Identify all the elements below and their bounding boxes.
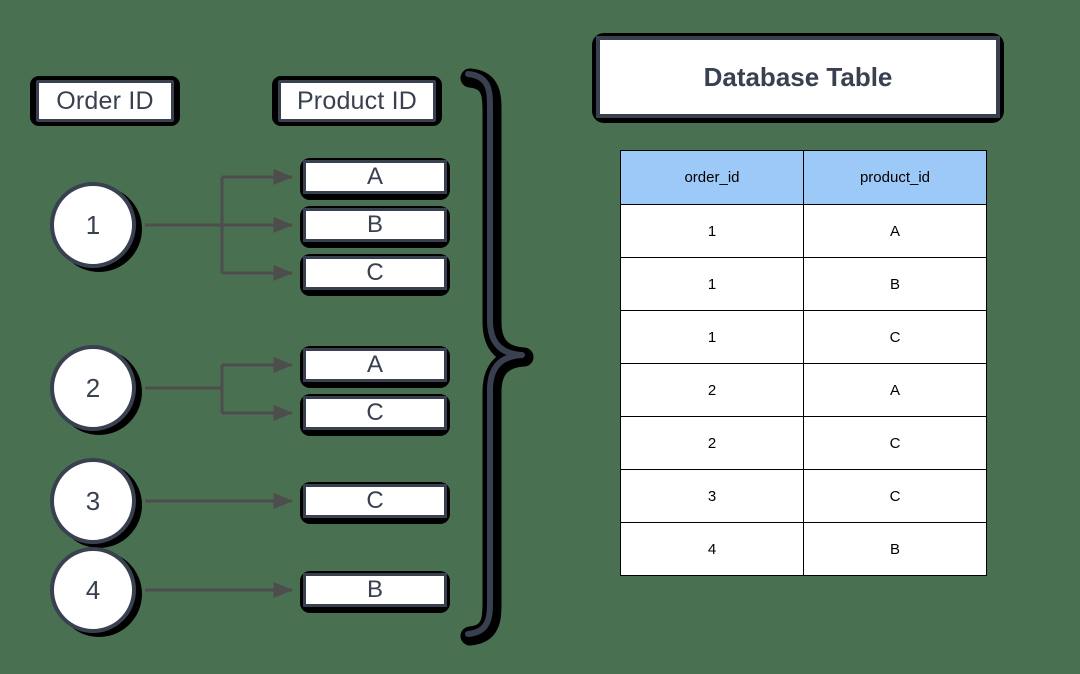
product-box-4b-label: B xyxy=(366,576,383,603)
order-node-3-label: 3 xyxy=(85,485,101,516)
product-box-3c-label: C xyxy=(366,487,384,514)
table-header-row: order_id product_id xyxy=(620,150,987,205)
order-node-2[interactable]: 2 xyxy=(50,345,136,431)
table-row[interactable]: 1 B xyxy=(620,257,987,311)
product-box-2a[interactable]: A xyxy=(303,348,447,382)
table-row[interactable]: 4 B xyxy=(620,522,987,576)
order-node-4-label: 4 xyxy=(85,574,101,605)
product-box-1b[interactable]: B xyxy=(303,208,447,242)
cell-order-id: 3 xyxy=(620,469,804,523)
order-node-1-label: 1 xyxy=(85,209,101,240)
database-table: order_id product_id 1 A 1 B 1 C 2 A 2 xyxy=(620,150,987,576)
product-box-1c[interactable]: C xyxy=(303,256,447,290)
order-id-header-label: Order ID xyxy=(56,86,154,115)
product-box-2c[interactable]: C xyxy=(303,396,447,430)
cell-product-id: C xyxy=(803,416,987,470)
column-header-product-id: product_id xyxy=(803,150,987,205)
table-row[interactable]: 2 A xyxy=(620,363,987,417)
product-box-4b[interactable]: B xyxy=(303,573,447,607)
curly-brace-icon xyxy=(460,68,534,646)
table-row[interactable]: 3 C xyxy=(620,469,987,523)
cell-product-id: B xyxy=(803,257,987,311)
table-row[interactable]: 1 C xyxy=(620,310,987,364)
product-id-header-label: Product ID xyxy=(296,86,418,115)
product-box-2a-label: A xyxy=(366,351,383,378)
product-box-3c[interactable]: C xyxy=(303,484,447,518)
product-box-1b-label: B xyxy=(366,211,383,238)
product-id-header: Product ID xyxy=(278,80,436,122)
cell-product-id: A xyxy=(803,204,987,258)
column-header-order-id: order_id xyxy=(620,150,804,205)
cell-product-id: B xyxy=(803,522,987,576)
cell-order-id: 1 xyxy=(620,204,804,258)
order-node-3[interactable]: 3 xyxy=(50,458,136,544)
product-box-2c-label: C xyxy=(366,399,384,426)
cell-order-id: 2 xyxy=(620,363,804,417)
order-id-header: Order ID xyxy=(36,80,174,122)
cell-order-id: 4 xyxy=(620,522,804,576)
order-node-2-label: 2 xyxy=(85,372,101,403)
cell-order-id: 2 xyxy=(620,416,804,470)
cell-order-id: 1 xyxy=(620,257,804,311)
cell-product-id: C xyxy=(803,469,987,523)
database-table-title: Database Table xyxy=(596,36,1000,118)
cell-product-id: A xyxy=(803,363,987,417)
database-table-title-label: Database Table xyxy=(703,61,893,92)
table-row[interactable]: 1 A xyxy=(620,204,987,258)
product-box-1a-label: A xyxy=(366,163,383,190)
product-box-1c-label: C xyxy=(366,259,384,286)
table-row[interactable]: 2 C xyxy=(620,416,987,470)
order-node-1[interactable]: 1 xyxy=(50,182,136,268)
order-node-4[interactable]: 4 xyxy=(50,547,136,633)
product-box-1a[interactable]: A xyxy=(303,160,447,194)
cell-order-id: 1 xyxy=(620,310,804,364)
cell-product-id: C xyxy=(803,310,987,364)
